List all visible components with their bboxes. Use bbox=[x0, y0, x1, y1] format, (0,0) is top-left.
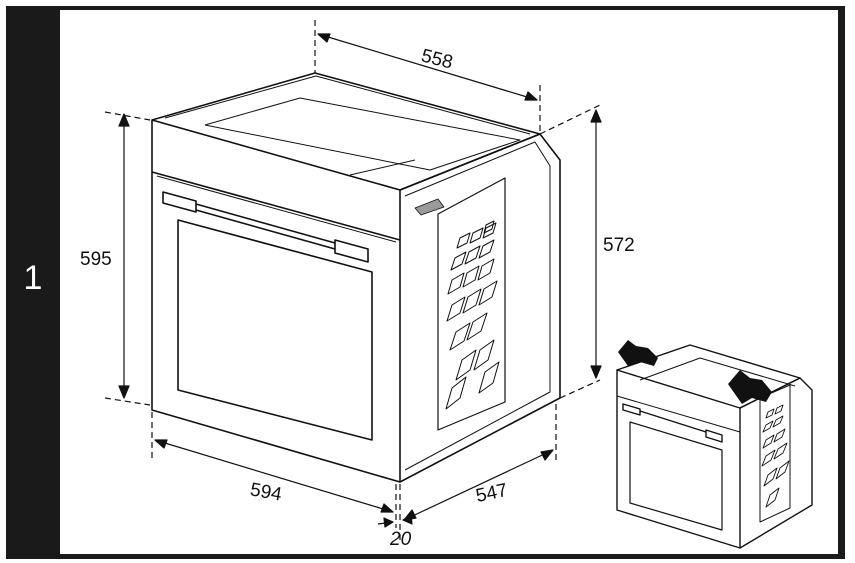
dimension-595 bbox=[104, 111, 151, 406]
label-572: 572 bbox=[603, 235, 635, 256]
dimension-20 bbox=[377, 514, 416, 528]
drawing-panel bbox=[60, 10, 838, 554]
oven-side-face bbox=[399, 133, 561, 483]
dimension-594 bbox=[151, 412, 397, 528]
figure-number: 1 bbox=[23, 259, 43, 297]
dimension-547 bbox=[399, 404, 557, 540]
oven-top-face bbox=[151, 72, 541, 191]
dimension-572 bbox=[539, 104, 602, 399]
small-oven bbox=[616, 344, 813, 549]
hand-push-icon bbox=[618, 340, 658, 366]
oven-front-face bbox=[151, 119, 401, 483]
label-20: 20 bbox=[390, 529, 412, 550]
small-vent-holes bbox=[761, 404, 790, 508]
label-595: 595 bbox=[80, 249, 112, 270]
vent-holes bbox=[445, 220, 500, 410]
oven-door-handle bbox=[162, 191, 369, 263]
hand-push-icon bbox=[728, 370, 772, 404]
figure-side-tab bbox=[6, 6, 60, 559]
dimension-558 bbox=[314, 20, 541, 134]
